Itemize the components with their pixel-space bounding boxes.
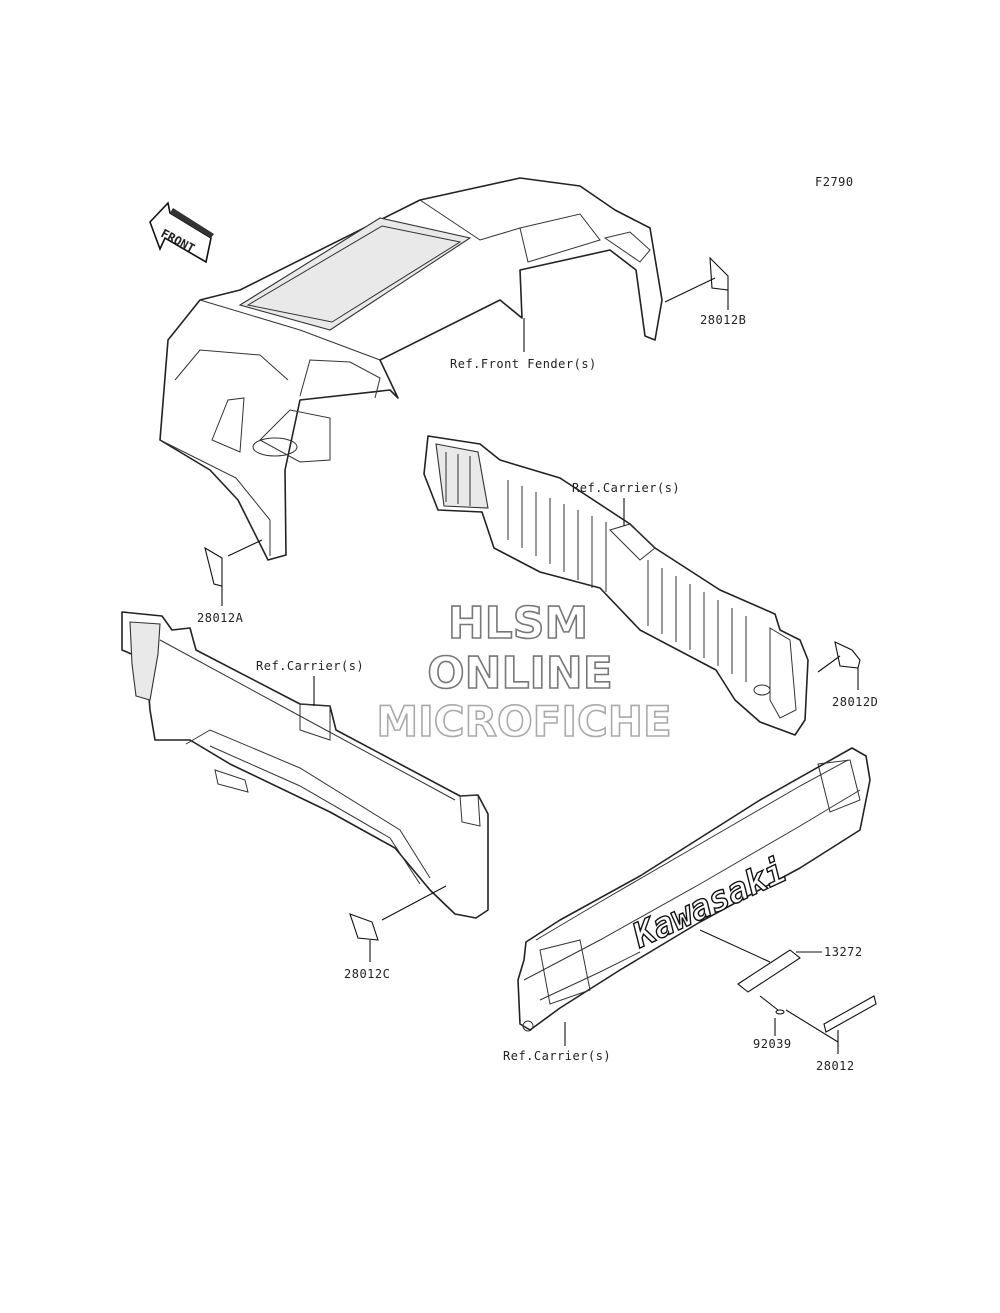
- rear-carrier-guard-upper: [423, 435, 809, 736]
- callout-ref-carrier-lower: Ref.Carrier(s): [503, 1049, 611, 1063]
- part-13272-plate: [737, 949, 801, 993]
- watermark-line1: HLSM: [448, 598, 588, 649]
- callout-28012C: 28012C: [344, 967, 390, 981]
- callout-28012A: 28012A: [197, 611, 244, 625]
- rear-panel-lower: [517, 747, 871, 1032]
- front-direction-arrow-icon: FRONT: [149, 201, 214, 264]
- watermark-line3: MICROFICHE: [376, 697, 671, 746]
- callout-ref-carrier-upper: Ref.Carrier(s): [572, 481, 680, 495]
- decal-28012A: [204, 546, 223, 587]
- callout-ref-carrier-left: Ref.Carrier(s): [256, 659, 364, 673]
- figure-code: F2790: [815, 175, 854, 189]
- callout-28012B: 28012B: [700, 313, 746, 327]
- watermark: HLSM ONLINE MICROFICHE: [376, 597, 673, 747]
- callout-ref-front-fender: Ref.Front Fender(s): [450, 357, 597, 371]
- rear-side-guard-left: [121, 611, 489, 919]
- part-92039-fastener: [759, 995, 785, 1015]
- callout-13272: 13272: [824, 945, 863, 959]
- decal-28012C: [349, 913, 379, 941]
- front-fender-assembly: [159, 177, 663, 561]
- callout-28012D: 28012D: [832, 695, 878, 709]
- callout-28012: 28012: [816, 1059, 855, 1073]
- watermark-line2: ONLINE: [427, 648, 613, 699]
- callout-92039: 92039: [753, 1037, 792, 1051]
- decal-28012B: [709, 256, 729, 291]
- decal-28012: [823, 995, 877, 1033]
- decal-28012D: [834, 641, 861, 669]
